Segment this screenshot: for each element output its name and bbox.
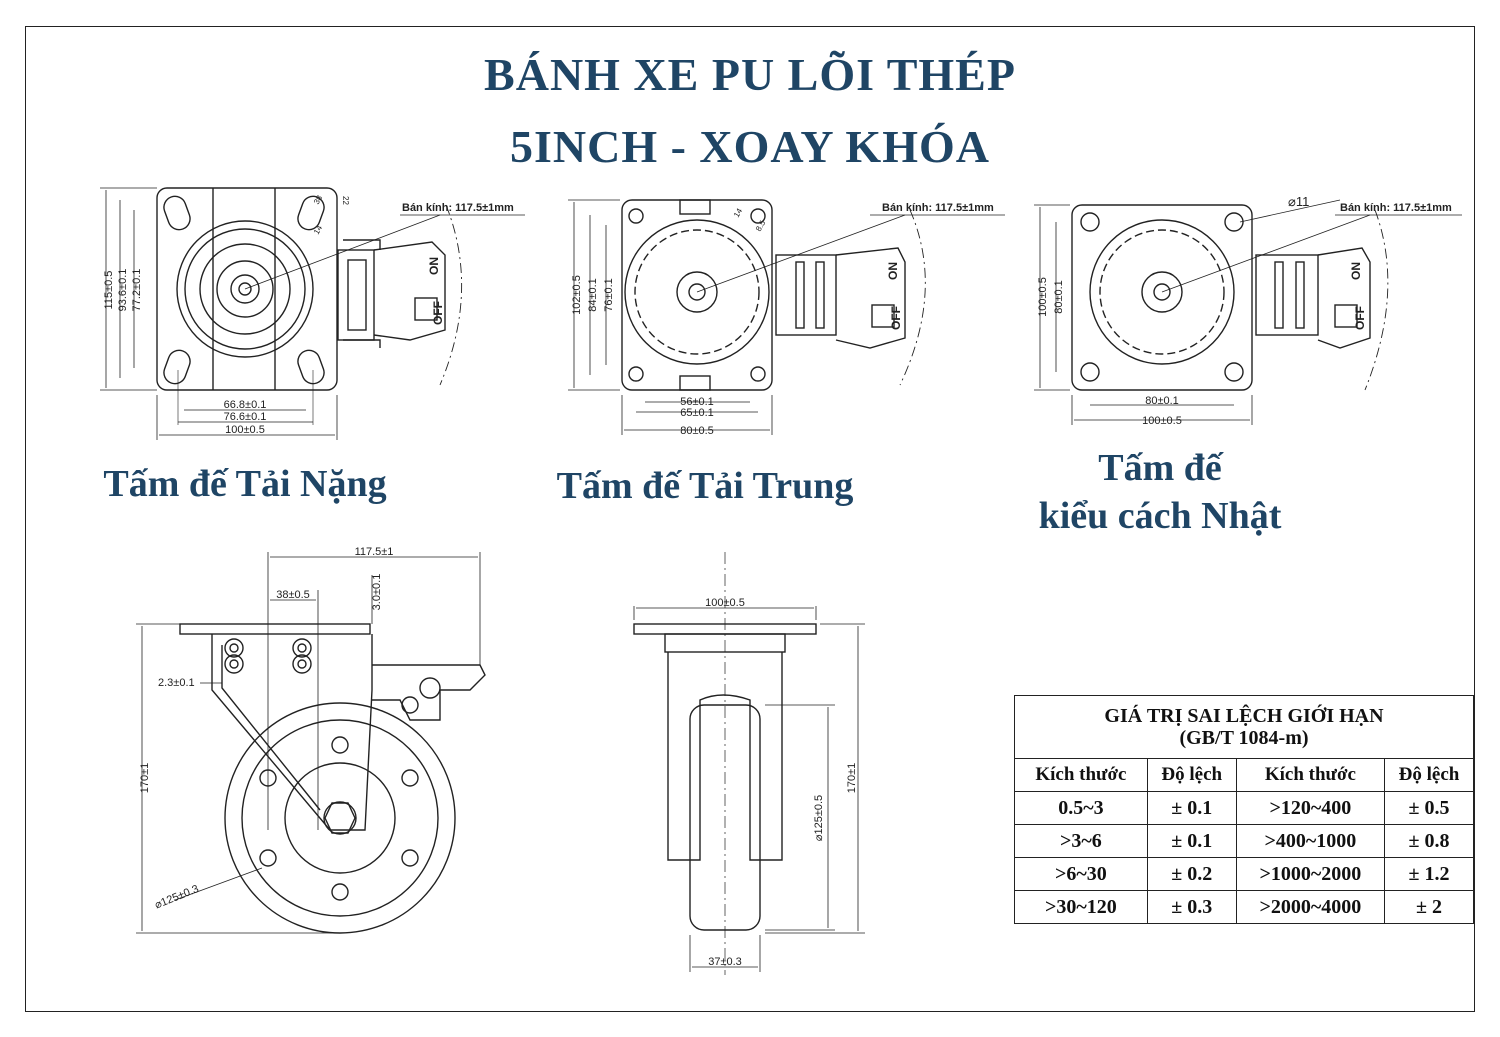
table-row: >3~6 ± 0.1 >400~1000 ± 0.8 (1014, 824, 1474, 858)
heavy-radius-label: Bán kính: 117.5±1mm (402, 202, 514, 214)
table-cell: ± 0.1 (1146, 791, 1237, 825)
side-swivel-label: 117.5±1 (355, 546, 394, 558)
side-height-label: 170±1 (139, 763, 151, 794)
title-line1: BÁNH XE PU LÕI THÉP (484, 49, 1016, 100)
side-view-drawing (136, 552, 486, 934)
front-view-drawing (633, 552, 865, 975)
table-row: >30~120 ± 0.3 >2000~4000 ± 2 (1014, 890, 1474, 924)
medium-on-label: ON (886, 262, 900, 280)
table-cell: ± 0.5 (1384, 791, 1474, 825)
drawing-frame (25, 26, 1475, 1012)
table-cell: ± 0.3 (1146, 890, 1237, 924)
table-cell: ± 2 (1384, 890, 1474, 924)
front-plate-width: 100±0.5 (705, 597, 745, 609)
tolerance-header-row: Kích thước Độ lệch Kích thước Độ lệch (1014, 758, 1474, 792)
medium-w-inner: 56±0.1 (680, 396, 714, 408)
medium-off-label: OFF (889, 306, 903, 330)
tolerance-title-line2: (GB/T 1084-m) (1179, 727, 1309, 749)
japan-off-label: OFF (1353, 306, 1367, 330)
japan-on-label: ON (1349, 262, 1363, 280)
table-cell: >6~30 (1014, 857, 1148, 891)
heavy-w-inner: 66.8±0.1 (224, 399, 267, 411)
table-row: 0.5~3 ± 0.1 >120~400 ± 0.5 (1014, 791, 1474, 825)
table-cell: ± 1.2 (1384, 857, 1474, 891)
caption-medium-plate: Tấm đế Tải Trung (556, 465, 854, 507)
japan-radius-label: Bán kính: 117.5±1mm (1340, 202, 1452, 214)
medium-h-inner: 76±0.1 (603, 278, 615, 312)
heavy-slot-a: 38 (312, 193, 325, 206)
caption-heavy-plate: Tấm đế Tải Nặng (103, 463, 387, 505)
caption-japan-line2: kiểu cách Nhật (1038, 495, 1282, 537)
heavy-h-mid: 93.6±0.1 (117, 269, 129, 312)
title-line2: 5INCH - XOAY KHÓA (509, 121, 990, 172)
heavy-plate-drawing (100, 187, 525, 440)
front-width-label: 37±0.3 (708, 956, 742, 968)
heavy-w-mid: 76.6±0.1 (224, 411, 267, 423)
heavy-off-label: OFF (431, 301, 445, 325)
table-cell: >400~1000 (1235, 824, 1386, 858)
tolerance-title-line1: GIÁ TRỊ SAI LỆCH GIỚI HẠN (1104, 705, 1384, 727)
table-cell: 0.5~3 (1014, 791, 1148, 825)
medium-slot-b: 8.5 (754, 218, 768, 233)
japan-w-inner: 80±0.1 (1145, 395, 1179, 407)
table-cell: >30~120 (1014, 890, 1148, 924)
medium-h-outer: 102±0.5 (571, 275, 583, 315)
medium-w-outer: 80±0.5 (680, 425, 714, 437)
japan-hole-label: ⌀11 (1288, 194, 1309, 209)
table-cell: >2000~4000 (1235, 890, 1386, 924)
table-cell: >120~400 (1235, 791, 1386, 825)
table-row: >6~30 ± 0.2 >1000~2000 ± 1.2 (1014, 857, 1474, 891)
front-height-label: 170±1 (846, 763, 858, 794)
side-bracket-thickness: 2.3±0.1 (158, 677, 195, 689)
tolerance-table-title: GIÁ TRỊ SAI LỆCH GIỚI HẠN (GB/T 1084-m) (1014, 695, 1474, 759)
medium-w-mid: 65±0.1 (680, 407, 714, 419)
tolerance-table: GIÁ TRỊ SAI LỆCH GIỚI HẠN (GB/T 1084-m) … (1014, 695, 1474, 924)
caption-japan-line1: Tấm đế (1098, 447, 1222, 489)
heavy-h-inner: 77.2±0.1 (131, 269, 143, 312)
side-diameter-label: ⌀125±0.3 (153, 883, 200, 911)
medium-plate-drawing (568, 199, 1005, 435)
side-offset-label: 38±0.5 (276, 589, 310, 601)
front-diameter-label: ⌀125±0.5 (813, 795, 825, 841)
table-cell: ± 0.1 (1146, 824, 1237, 858)
japan-w-outer: 100±0.5 (1142, 415, 1182, 427)
medium-slot-a: 14 (732, 206, 745, 219)
heavy-slot-c: 22 (341, 196, 350, 205)
table-cell: >3~6 (1014, 824, 1148, 858)
medium-radius-label: Bán kính: 117.5±1mm (882, 202, 994, 214)
header-deviation: Độ lệch (1146, 758, 1237, 792)
header-size: Kích thước (1235, 758, 1386, 792)
heavy-slot-b: 14 (312, 223, 325, 236)
header-size: Kích thước (1014, 758, 1148, 792)
header-deviation: Độ lệch (1384, 758, 1474, 792)
medium-h-mid: 84±0.1 (587, 278, 599, 312)
table-cell: >1000~2000 (1235, 857, 1386, 891)
japan-h-inner: 80±0.1 (1053, 280, 1065, 314)
japan-h-outer: 100±0.5 (1037, 277, 1049, 317)
table-cell: ± 0.2 (1146, 857, 1237, 891)
heavy-on-label: ON (427, 257, 441, 275)
japan-plate-drawing (1034, 199, 1462, 425)
table-cell: ± 0.8 (1384, 824, 1474, 858)
heavy-w-outer: 100±0.5 (225, 424, 265, 436)
heavy-h-outer: 115±0.5 (103, 271, 115, 310)
side-plate-thickness: 3.0±0.1 (371, 574, 383, 611)
